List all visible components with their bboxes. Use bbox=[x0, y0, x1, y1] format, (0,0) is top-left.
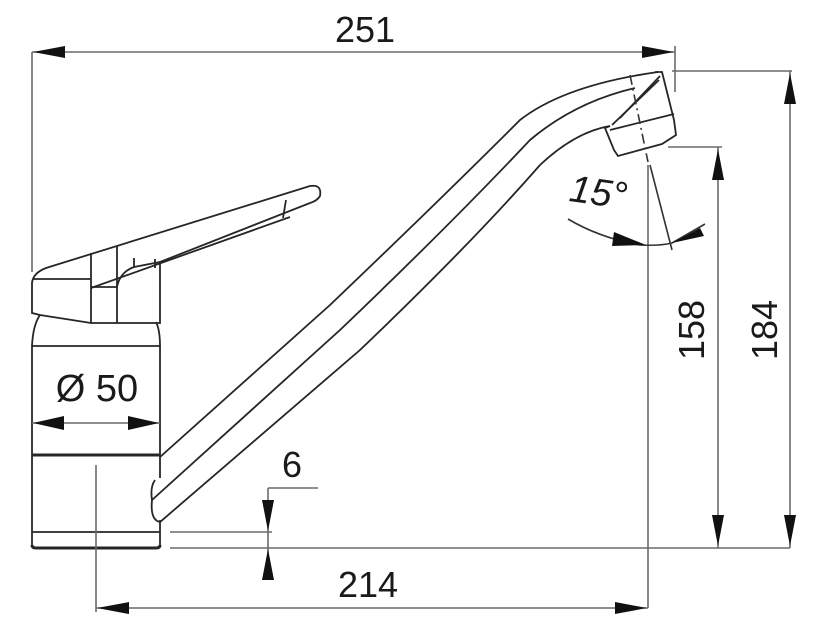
spout-head bbox=[603, 71, 677, 163]
label-aerator-angle: 15° bbox=[567, 168, 630, 218]
dimension-spout-clearance: 6 bbox=[170, 444, 318, 580]
label-base-diameter: Ø 50 bbox=[56, 368, 138, 410]
dimension-overall-height: 184 bbox=[672, 70, 796, 548]
dimension-base-diameter: Ø 50 bbox=[32, 368, 160, 430]
label-overall-height: 184 bbox=[744, 300, 785, 360]
dimension-spout-reach: 214 bbox=[95, 465, 648, 614]
label-spout-clearance: 6 bbox=[282, 444, 302, 485]
spout-arm bbox=[150, 71, 659, 523]
dimension-spout-height: 158 bbox=[668, 146, 724, 548]
label-spout-height: 158 bbox=[671, 300, 712, 360]
lever-handle bbox=[31, 184, 322, 324]
dimension-aerator-angle: 15° bbox=[567, 164, 706, 251]
dimension-overall-width: 251 bbox=[31, 9, 676, 272]
label-spout-reach: 214 bbox=[338, 564, 398, 605]
label-overall-width: 251 bbox=[335, 9, 395, 50]
faucet-body bbox=[30, 71, 677, 550]
